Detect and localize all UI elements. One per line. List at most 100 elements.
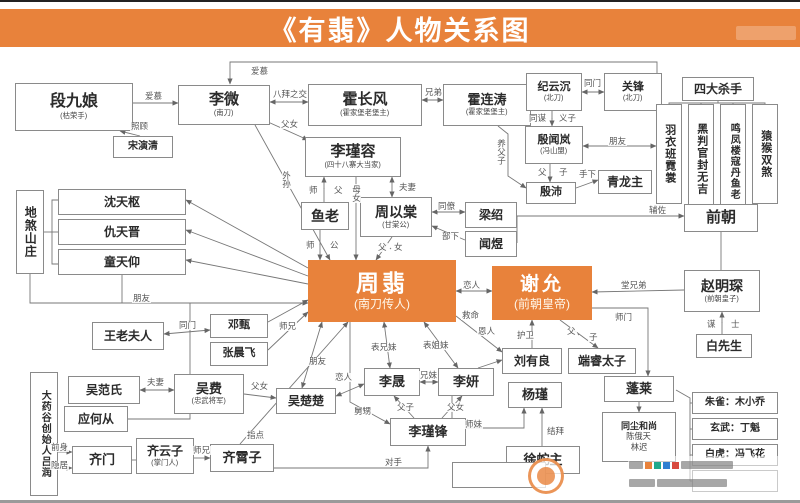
edge-label: 公 bbox=[329, 240, 340, 250]
node-label: 周以棠 bbox=[375, 203, 417, 220]
node-label: 张晨飞 bbox=[222, 347, 256, 360]
edge-label: 女 bbox=[393, 242, 404, 252]
relationship-edge bbox=[477, 359, 503, 369]
node-subtitle: (霍家堡老堡主) bbox=[340, 108, 390, 117]
node-xieyun: 谢允(前朝皇帝) bbox=[492, 266, 592, 320]
node-zhaomingchen: 赵明琛(前朝皇子) bbox=[684, 270, 760, 312]
watermark-color-square bbox=[654, 462, 661, 469]
node-duanruitaizi: 端睿太子 bbox=[568, 348, 636, 374]
node-penglai-members: 同尘和尚陈俄天林迟 bbox=[602, 412, 676, 462]
node-label: 殷沛 bbox=[540, 186, 562, 199]
edge-label: 师 bbox=[308, 185, 319, 195]
node-zhuque: 朱雀：木小乔 bbox=[692, 392, 778, 414]
node-label: 吴范氏 bbox=[85, 382, 122, 397]
relationship-edge bbox=[675, 389, 691, 481]
edge-label: 兄弟 bbox=[424, 87, 444, 97]
node-label: 四大杀手 bbox=[693, 81, 742, 96]
edge-label: 恋人 bbox=[462, 280, 482, 290]
relationship-edge bbox=[267, 311, 309, 351]
node-label: 青龙主 bbox=[606, 174, 643, 189]
watermark-logo bbox=[528, 458, 564, 494]
edge-label: 同僚 bbox=[437, 201, 457, 211]
relationship-edge bbox=[185, 199, 309, 269]
relationship-edge bbox=[267, 299, 309, 323]
node-liwei: 李微(南刀) bbox=[178, 85, 270, 125]
edge-label: 父女 bbox=[446, 402, 466, 412]
edge-label: 谋 bbox=[706, 319, 717, 329]
edge-label: 恋人 bbox=[334, 372, 354, 382]
relationship-edge bbox=[185, 229, 309, 277]
node-subtitle: (冯山盟) bbox=[540, 146, 568, 155]
top-border-line bbox=[0, 0, 800, 2]
relationship-edge bbox=[243, 393, 277, 400]
watermark-bottom-right bbox=[628, 456, 796, 492]
node-label: 玄武：丁魁 bbox=[710, 422, 760, 434]
node-yulao: 鱼老 bbox=[301, 202, 349, 230]
node-shentianshu: 沈天枢 bbox=[58, 189, 186, 215]
watermark-text-blur bbox=[681, 461, 733, 469]
node-dayaogu: 大药谷创始人吕润 bbox=[30, 372, 58, 496]
node-line: 同尘和尚 bbox=[620, 420, 657, 431]
node-sidashashou: 四大杀手 bbox=[682, 77, 754, 101]
node-label: 鸣凤楼寇丹鱼老 bbox=[728, 122, 740, 200]
edge-label: 父女 bbox=[250, 381, 270, 391]
edge-label: 爱慕 bbox=[250, 66, 270, 76]
node-label: 李瑾容 bbox=[330, 143, 376, 161]
node-label: 刘有良 bbox=[513, 353, 550, 368]
relationship-edge bbox=[389, 247, 392, 250]
edge-label: 外孙 bbox=[281, 170, 292, 189]
edge-label: 堂兄弟 bbox=[620, 280, 648, 290]
edge-label: 夫妻 bbox=[146, 377, 166, 387]
node-label: 齐门 bbox=[88, 452, 115, 468]
edge-label: 表兄妹 bbox=[370, 342, 398, 352]
node-qinglongzhu: 青龙主 bbox=[598, 170, 652, 194]
node-duanjiuniang: 段九娘(枯荣手) bbox=[15, 83, 133, 131]
node-subtitle: (北刀) bbox=[544, 93, 564, 102]
node-yinghecong: 应何从 bbox=[64, 406, 128, 432]
edge-label: 母女 bbox=[351, 184, 362, 203]
node-dishashanzhuang: 地煞山庄 bbox=[16, 190, 44, 274]
node-label: 闻煜 bbox=[478, 236, 503, 251]
node-subtitle: (枯荣手) bbox=[60, 111, 88, 120]
node-label: 白先生 bbox=[705, 338, 742, 353]
watermark-color-square bbox=[663, 462, 670, 469]
watermark-text-blur bbox=[629, 461, 643, 469]
edge-label: 父 bbox=[333, 185, 344, 195]
edge-label: 对手 bbox=[384, 457, 404, 467]
node-label: 朱雀：木小乔 bbox=[705, 396, 765, 408]
edge-label: 部下 bbox=[441, 231, 461, 241]
node-subtitle: (前朝皇子) bbox=[704, 294, 740, 303]
node-subtitle: (忠武将军) bbox=[191, 396, 227, 405]
edge-label: 前身 bbox=[50, 442, 70, 452]
node-qiutianjin: 仇天晋 bbox=[58, 219, 186, 245]
node-line: 陈俄天 bbox=[626, 431, 652, 441]
node-label: 段九娘 bbox=[49, 92, 98, 110]
node-baixiansheng: 白先生 bbox=[696, 334, 752, 358]
edge-label: 师兄 bbox=[278, 321, 298, 331]
node-label: 李晟 bbox=[378, 374, 405, 390]
node-label: 吴楚楚 bbox=[287, 393, 324, 408]
node-label: 前朝 bbox=[705, 209, 736, 227]
node-yuanhou: 猿猴双煞 bbox=[752, 104, 778, 204]
node-xuanwu: 玄武：丁魁 bbox=[692, 418, 778, 440]
relationship-edge bbox=[301, 321, 323, 389]
node-line: 林迟 bbox=[630, 442, 648, 452]
edge-label: 朋友 bbox=[132, 293, 152, 303]
relationship-edge bbox=[267, 121, 309, 141]
relationship-edge bbox=[274, 445, 431, 469]
node-label: 应何从 bbox=[77, 411, 114, 426]
node-qiyunzi: 齐云子(掌门人) bbox=[136, 438, 194, 474]
edge-label: 师门 bbox=[614, 312, 634, 322]
node-label: 李瑾锋 bbox=[408, 424, 448, 440]
node-label: 李妍 bbox=[452, 374, 479, 390]
node-label: 猿猴双煞 bbox=[759, 130, 772, 178]
node-zhoufei: 周翡(南刀传人) bbox=[308, 260, 456, 322]
edge-label: 结拜 bbox=[546, 426, 566, 436]
node-lijinfeng: 李瑾锋 bbox=[390, 418, 466, 446]
edge-label: 照顾 bbox=[130, 121, 150, 131]
edge-label: 同门 bbox=[178, 320, 198, 330]
node-wuchuchu: 吴楚楚 bbox=[276, 388, 336, 414]
node-yangjin: 杨瑾 bbox=[508, 382, 562, 408]
edge-label: 恩人 bbox=[477, 326, 497, 336]
node-wanglaofuren: 王老夫人 bbox=[92, 322, 164, 350]
